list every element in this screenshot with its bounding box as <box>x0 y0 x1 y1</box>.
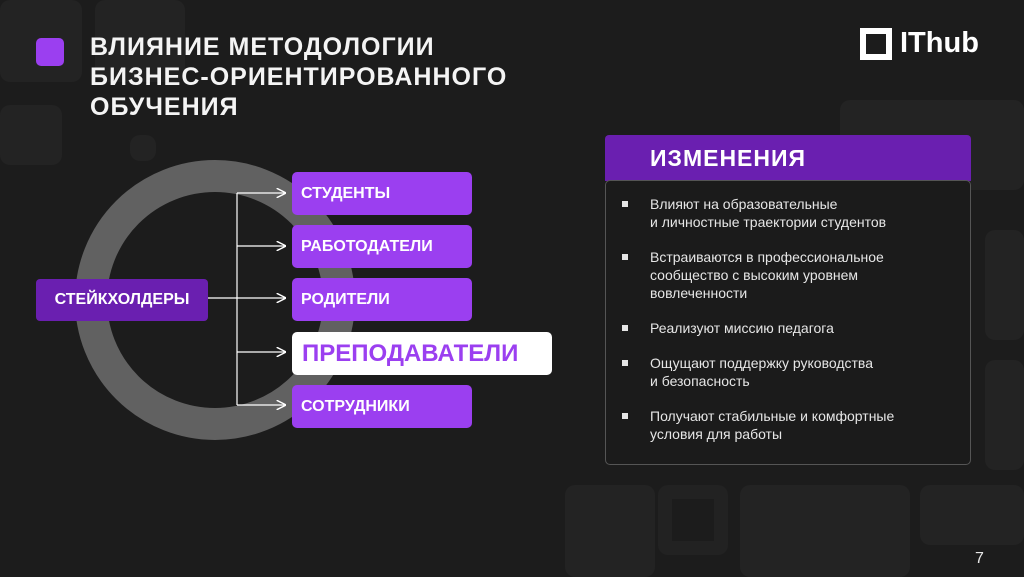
title-marker-square <box>36 38 64 66</box>
background-square <box>658 485 728 555</box>
stakeholders-box: СТЕЙКХОЛДЕРЫ <box>36 279 208 321</box>
list-item: Ощущают поддержку руководства и безопасн… <box>622 354 952 390</box>
list-item: Встраиваются в профессиональное сообщест… <box>622 248 952 302</box>
group-parents: РОДИТЕЛИ <box>292 278 472 321</box>
group-teachers-highlighted: ПРЕПОДАВАТЕЛИ <box>292 332 552 375</box>
list-item: Влияют на образовательные и личностные т… <box>622 195 952 231</box>
list-item: Получают стабильные и комфортные условия… <box>622 407 952 443</box>
changes-panel: Влияют на образовательные и личностные т… <box>605 180 971 465</box>
logo-mark-icon <box>860 27 892 60</box>
title-line: БИЗНЕС-ОРИЕНТИРОВАННОГО <box>90 63 508 91</box>
logo-text: IThub <box>900 27 979 59</box>
background-square <box>565 485 655 577</box>
page-number: 7 <box>975 550 984 567</box>
page-title: ВЛИЯНИЕ МЕТОДОЛОГИИ БИЗНЕС-ОРИЕНТИРОВАНН… <box>90 32 610 122</box>
group-staff: СОТРУДНИКИ <box>292 385 472 428</box>
changes-list: Влияют на образовательные и личностные т… <box>622 195 952 460</box>
group-employers: РАБОТОДАТЕЛИ <box>292 225 472 268</box>
background-square <box>740 485 910 577</box>
group-students: СТУДЕНТЫ <box>292 172 472 215</box>
changes-panel-heading: ИЗМЕНЕНИЯ <box>605 135 971 181</box>
background-square <box>985 360 1024 470</box>
title-line: ВЛИЯНИЕ МЕТОДОЛОГИИ <box>90 33 435 61</box>
ithub-logo: IThub <box>860 27 979 60</box>
background-square <box>920 485 1024 545</box>
background-square <box>95 0 185 82</box>
background-square <box>985 230 1024 340</box>
list-item: Реализуют миссию педагога <box>622 319 952 337</box>
title-line: ОБУЧЕНИЯ <box>90 93 239 121</box>
background-square <box>130 135 156 161</box>
background-square <box>0 105 62 165</box>
